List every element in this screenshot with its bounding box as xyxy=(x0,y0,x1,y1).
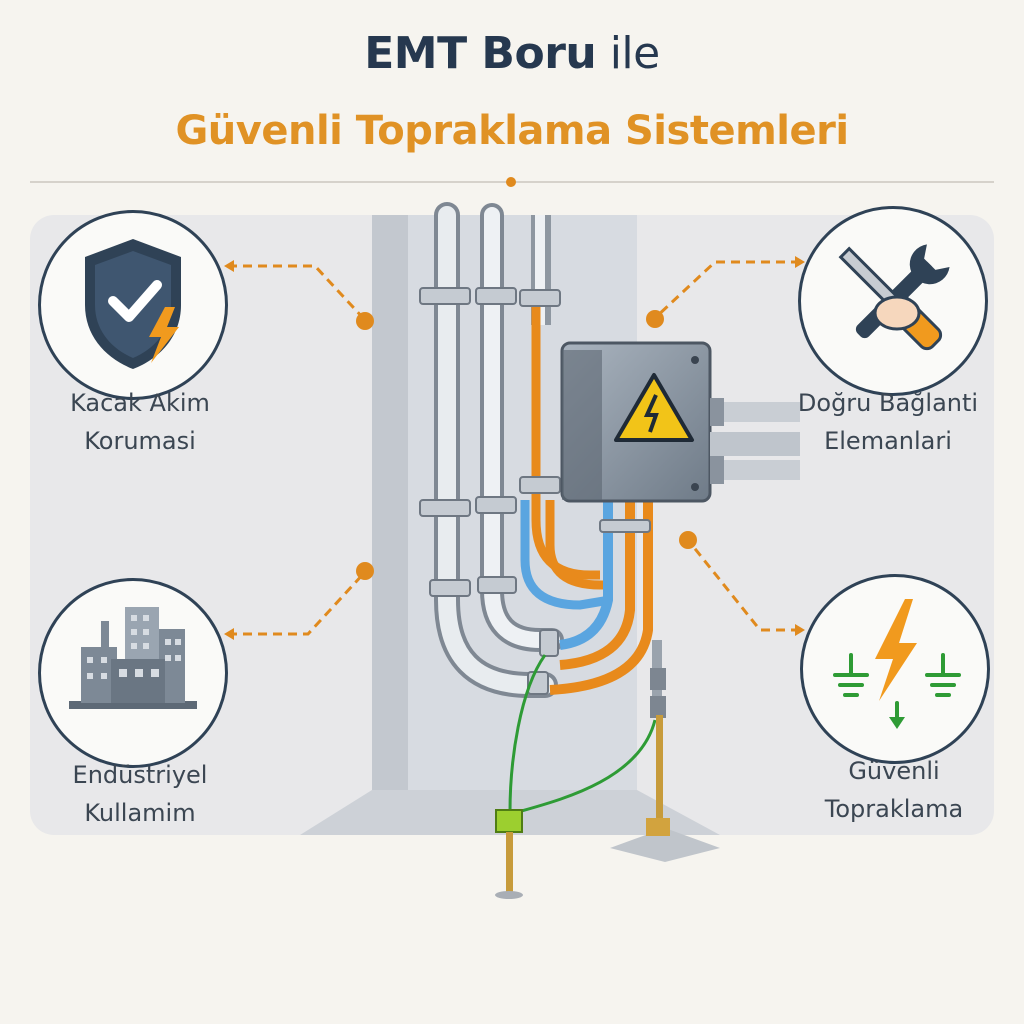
industrial-buildings-icon xyxy=(69,607,197,709)
pipe-clamps xyxy=(419,287,651,695)
label-safe-grounding: Güvenli Topraklama xyxy=(824,757,964,823)
label-industrial-use: Endüstriyel Kullamim xyxy=(72,761,208,827)
warning-triangle-icon xyxy=(614,373,694,442)
grounding-system xyxy=(495,640,720,899)
feature-circle-connection-elements xyxy=(798,206,988,396)
wrench-screwdriver-icon xyxy=(838,244,950,351)
dashed-connectors xyxy=(228,260,800,636)
label-leakage-protection: Kacak Akim Korumasi xyxy=(70,389,210,455)
divider-dot xyxy=(506,177,516,187)
connector-dots xyxy=(224,256,805,640)
cables xyxy=(520,300,653,695)
label-connection-elements: Doğru Bağlanti Elemanlari xyxy=(797,389,979,455)
title-line-2: Güvenli Topraklama Sistemleri xyxy=(175,108,849,154)
feature-circle-safe-grounding xyxy=(800,574,990,764)
feature-circle-industrial-use xyxy=(38,578,228,768)
ground-lightning-icon xyxy=(833,599,961,729)
junction-box xyxy=(560,341,800,503)
wall-column xyxy=(300,215,720,835)
shield-check-lightning-icon xyxy=(85,239,181,369)
title-line-1: EMT Boru ile xyxy=(364,28,660,79)
feature-circle-leakage-protection xyxy=(38,210,228,400)
emt-pipes xyxy=(434,202,564,698)
